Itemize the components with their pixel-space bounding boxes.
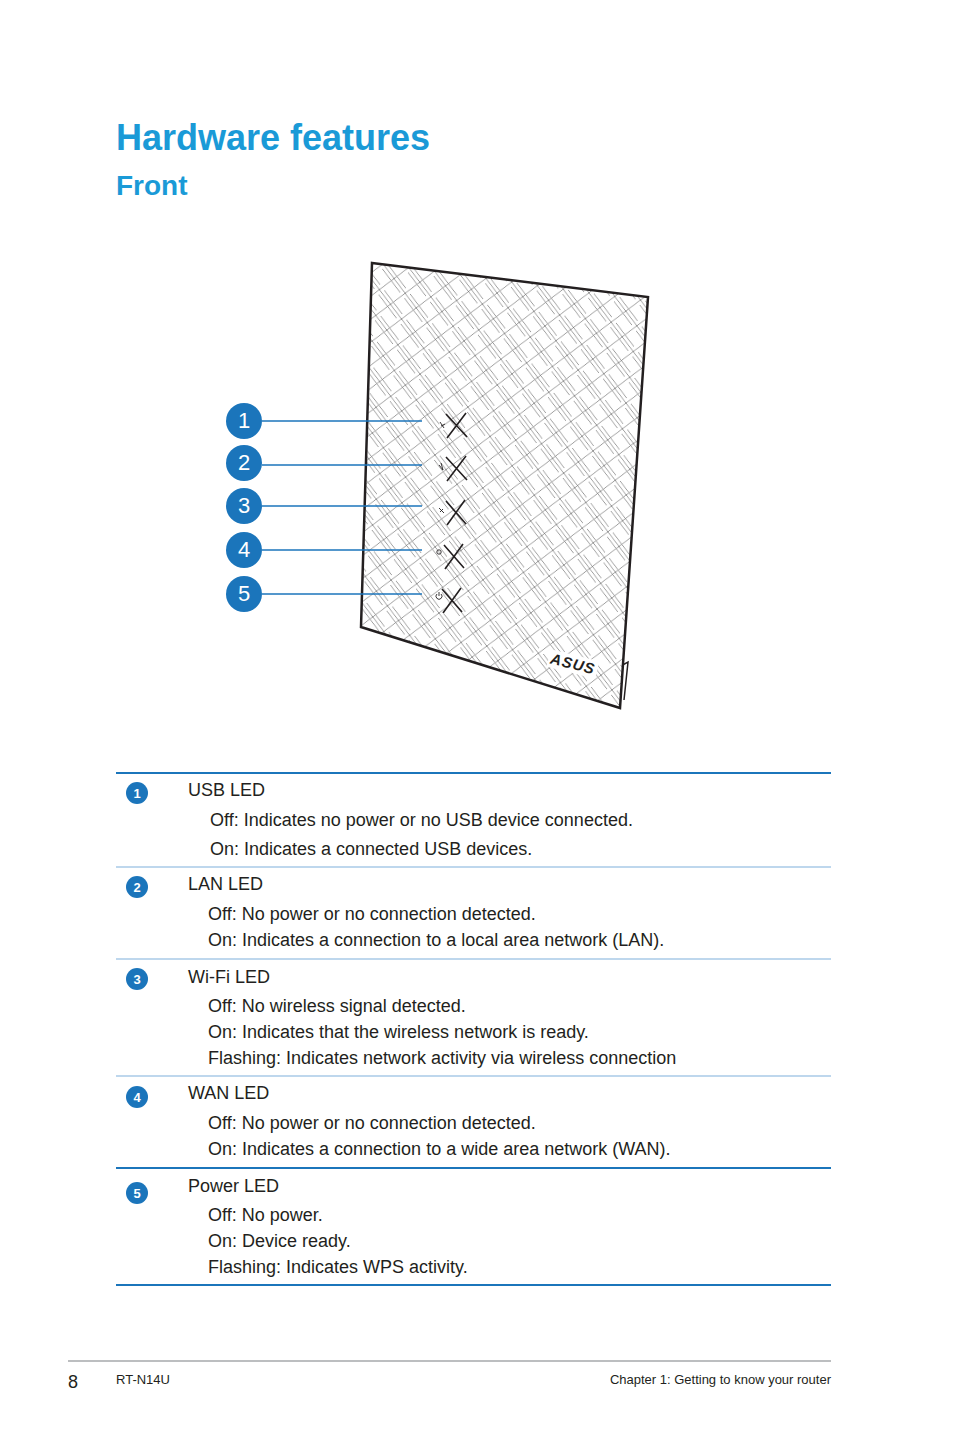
callout-number: 4: [226, 532, 262, 568]
led-description: On: Indicates a connection to a local ar…: [208, 930, 664, 952]
callout-number: 3: [226, 488, 262, 524]
led-description: On: Indicates that the wireless network …: [208, 1022, 589, 1044]
leader-lines: [262, 421, 422, 594]
page-number: 8: [68, 1372, 78, 1394]
callout-number: 4: [126, 1086, 148, 1108]
led-description: Off: No power or no connection detected.: [208, 1113, 536, 1135]
led-marks: [442, 413, 467, 613]
callout-text: 5: [238, 583, 250, 605]
led-name: WAN LED: [188, 1083, 269, 1105]
chapter-title: Chapter 1: Getting to know your router: [610, 1372, 831, 1388]
led-description: Flashing: Indicates network activity via…: [208, 1048, 676, 1070]
page-title: Hardware features: [116, 116, 430, 159]
led-description: On: Device ready.: [208, 1231, 351, 1253]
callout-text: 5: [133, 1187, 140, 1200]
led-name: USB LED: [188, 780, 265, 802]
led-description: On: Indicates a connected USB devices.: [210, 839, 532, 861]
callout-number: 1: [126, 782, 148, 804]
callout-number: 3: [126, 968, 148, 990]
led-description: Off: No wireless signal detected.: [208, 996, 466, 1018]
section-heading: Front: [116, 169, 188, 203]
callout-text: 1: [238, 410, 250, 432]
callout-text: 3: [238, 495, 250, 517]
callout-text: 4: [133, 1091, 140, 1104]
callout-text: 2: [133, 881, 140, 894]
led-icons: [436, 422, 445, 599]
led-description: On: Indicates a connection to a wide are…: [208, 1139, 671, 1161]
led-description: Off: No power or no connection detected.: [208, 904, 536, 926]
led-description: Off: Indicates no power or no USB device…: [210, 810, 633, 832]
panel-texture: [350, 250, 660, 720]
callout-number: 2: [126, 876, 148, 898]
callout-text: 4: [238, 539, 250, 561]
callout-number: 5: [226, 576, 262, 612]
led-description: Off: No power.: [208, 1205, 323, 1227]
callout-number: 5: [126, 1182, 148, 1204]
footer-rule: [68, 1360, 831, 1362]
table-rules: [116, 773, 831, 1285]
led-name: Wi-Fi LED: [188, 967, 270, 989]
callout-text: 2: [238, 452, 250, 474]
led-name: Power LED: [188, 1176, 279, 1198]
callout-text: 1: [133, 787, 140, 800]
callout-number: 1: [226, 403, 262, 439]
callout-number: 2: [226, 445, 262, 481]
led-name: LAN LED: [188, 874, 263, 896]
callout-text: 3: [133, 973, 140, 986]
model-name: RT-N14U: [116, 1372, 170, 1388]
led-description: Flashing: Indicates WPS activity.: [208, 1257, 468, 1279]
